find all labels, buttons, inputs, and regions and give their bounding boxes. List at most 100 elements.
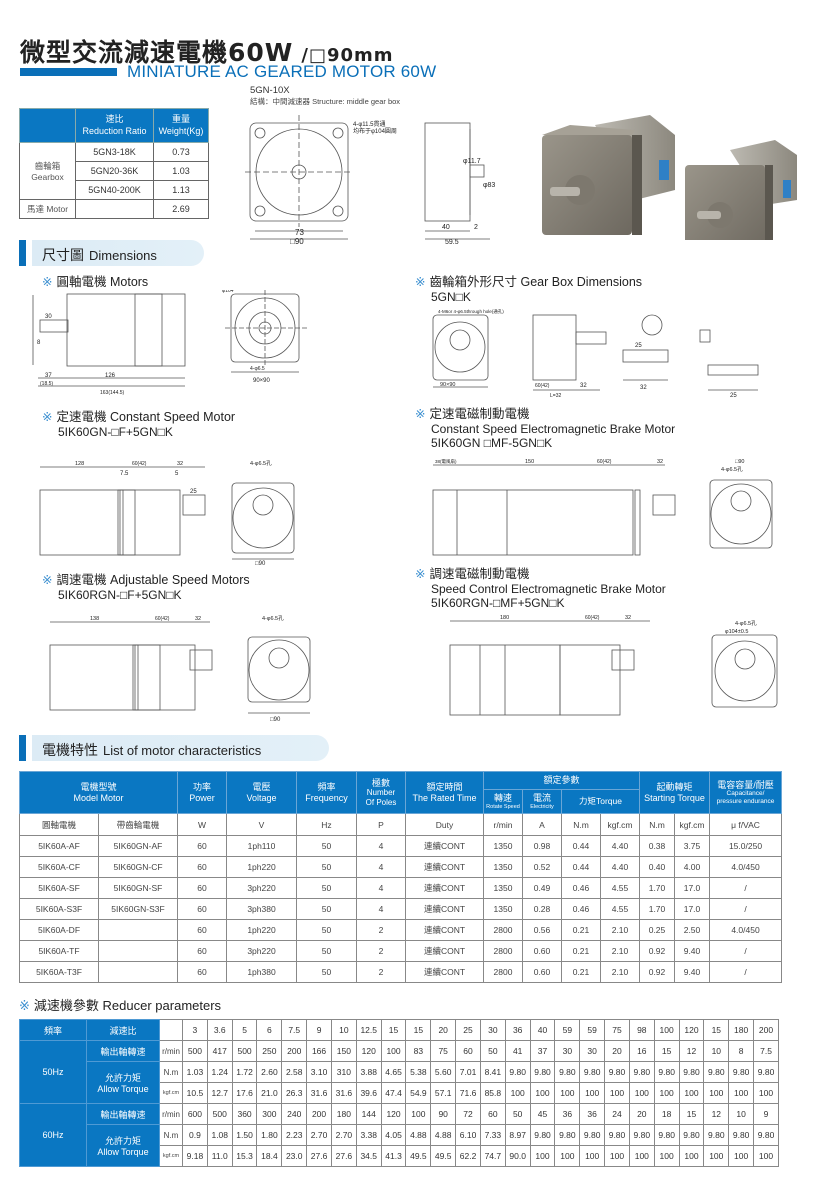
svg-text:7.5: 7.5 bbox=[120, 471, 129, 477]
heading-constant-brake-motor: ※定速電磁制動電機 Constant Speed Electromagnetic… bbox=[415, 407, 676, 451]
svg-text:60(42): 60(42) bbox=[535, 383, 550, 389]
svg-text:φ104: φ104 bbox=[222, 290, 234, 294]
svg-text:32: 32 bbox=[657, 459, 663, 465]
gearbox-dimension-drawing: 4-M6or 4-φ6.5through hole(通孔) 90×90 60(4… bbox=[432, 308, 759, 399]
svg-text:4-φ6.5孔: 4-φ6.5孔 bbox=[250, 459, 272, 467]
header-rated-params: 額定參數 bbox=[483, 771, 640, 790]
svg-text:4-φ6.5孔: 4-φ6.5孔 bbox=[721, 465, 743, 473]
svg-text:38(電風扇): 38(電風扇) bbox=[435, 458, 457, 465]
svg-text:40: 40 bbox=[442, 224, 450, 231]
svg-text:4-φ6.5孔: 4-φ6.5孔 bbox=[735, 619, 757, 627]
svg-text:4-φ6.5: 4-φ6.5 bbox=[250, 366, 265, 372]
svg-text:32: 32 bbox=[625, 615, 631, 621]
speed-brake-motor-drawing: 180 60(42) 32 4-φ6.5孔 φ104±0.5 bbox=[449, 615, 778, 716]
svg-text:□90: □90 bbox=[735, 459, 744, 465]
svg-text:90×90: 90×90 bbox=[440, 382, 455, 388]
svg-text:163(144.5): 163(144.5) bbox=[100, 390, 125, 396]
svg-text:138: 138 bbox=[90, 616, 99, 622]
heading-speed-brake-motor: ※調速電磁制動電機 Speed Control Electromagnetic … bbox=[415, 567, 666, 611]
constant-speed-motor-drawing: 128 60(42) 32 7.5 5 25 4-φ6.5孔 □90 bbox=[39, 459, 295, 565]
page-subtitle: MINIATURE AC GEARED MOTOR 60W bbox=[127, 62, 437, 81]
svg-text:25: 25 bbox=[190, 489, 197, 495]
motor-gearbox-small bbox=[685, 165, 765, 240]
svg-text:128: 128 bbox=[75, 461, 84, 467]
svg-text:90×90: 90×90 bbox=[253, 378, 271, 384]
svg-text:32: 32 bbox=[195, 616, 201, 622]
svg-text:φ11.7: φ11.7 bbox=[463, 158, 481, 165]
svg-text:φ83: φ83 bbox=[483, 182, 495, 189]
svg-text:5: 5 bbox=[175, 471, 179, 477]
heading-reducer-parameters: ※減速機參數 Reducer parameters bbox=[19, 998, 222, 1013]
heading-motors: ※圓軸電機 Motors bbox=[42, 275, 149, 289]
heading-adjustable-speed-motor: ※調速電機 Adjustable Speed Motors 5IK60RGN-□… bbox=[42, 573, 250, 602]
svg-text:25: 25 bbox=[635, 343, 642, 349]
svg-text:30: 30 bbox=[45, 314, 52, 320]
title-cn: 微型交流減速電機60W bbox=[20, 38, 294, 67]
title-accent-bar bbox=[20, 68, 117, 76]
gearbox-drawing-caption: 5GN-10X 結構：中間減速器 Structure: middle gear … bbox=[250, 85, 401, 106]
svg-text:φ104±0.5: φ104±0.5 bbox=[725, 629, 748, 635]
title-size: /□90mm bbox=[301, 45, 394, 66]
table-row: 馬達 Motor 2.69 bbox=[19, 199, 209, 219]
table-row: 5GN40-200K 1.13 bbox=[20, 180, 209, 200]
motor-label: 馬達 Motor bbox=[19, 199, 76, 219]
svg-text:4-φ6.5孔: 4-φ6.5孔 bbox=[262, 615, 284, 622]
svg-text:□90: □90 bbox=[270, 717, 281, 723]
svg-text:均布于φ104圓周: 均布于φ104圓周 bbox=[353, 127, 397, 135]
svg-text:60(42): 60(42) bbox=[132, 461, 147, 467]
svg-text:126: 126 bbox=[105, 373, 116, 379]
svg-text:60(42): 60(42) bbox=[597, 459, 612, 465]
svg-text:73: 73 bbox=[295, 228, 304, 237]
svg-text:25: 25 bbox=[730, 393, 737, 399]
svg-text:60(42): 60(42) bbox=[155, 616, 170, 622]
svg-text:60(42): 60(42) bbox=[585, 615, 600, 621]
constant-brake-motor-drawing: 38(電風扇) 150 60(42) 32 □90 4-φ6.5孔 bbox=[432, 458, 773, 556]
svg-text:37: 37 bbox=[45, 373, 52, 379]
svg-text:2: 2 bbox=[474, 224, 478, 231]
svg-text:150: 150 bbox=[525, 459, 534, 465]
svg-text:59.5: 59.5 bbox=[445, 239, 459, 245]
svg-text:L=32: L=32 bbox=[550, 393, 561, 399]
svg-text:4-φ11.5貫通: 4-φ11.5貫通 bbox=[353, 120, 385, 128]
svg-text:□90: □90 bbox=[255, 561, 266, 565]
adjustable-speed-motor-drawing: 138 60(42) 32 4-φ6.5孔 □90 bbox=[49, 615, 311, 723]
page-title: 微型交流減速電機60W /□90mm bbox=[20, 33, 394, 69]
frequency-label: 60Hz bbox=[19, 1103, 87, 1167]
heading-gearbox-dimensions: ※齒輪箱外形尺寸 Gear Box Dimensions 5GN□K bbox=[415, 275, 643, 304]
svg-text:4-M6or 4-φ6.5through hole(通孔): 4-M6or 4-φ6.5through hole(通孔) bbox=[438, 308, 504, 315]
svg-text:180: 180 bbox=[500, 615, 509, 621]
svg-text:8: 8 bbox=[37, 340, 41, 346]
header-torque: 力矩Torque bbox=[561, 789, 640, 814]
